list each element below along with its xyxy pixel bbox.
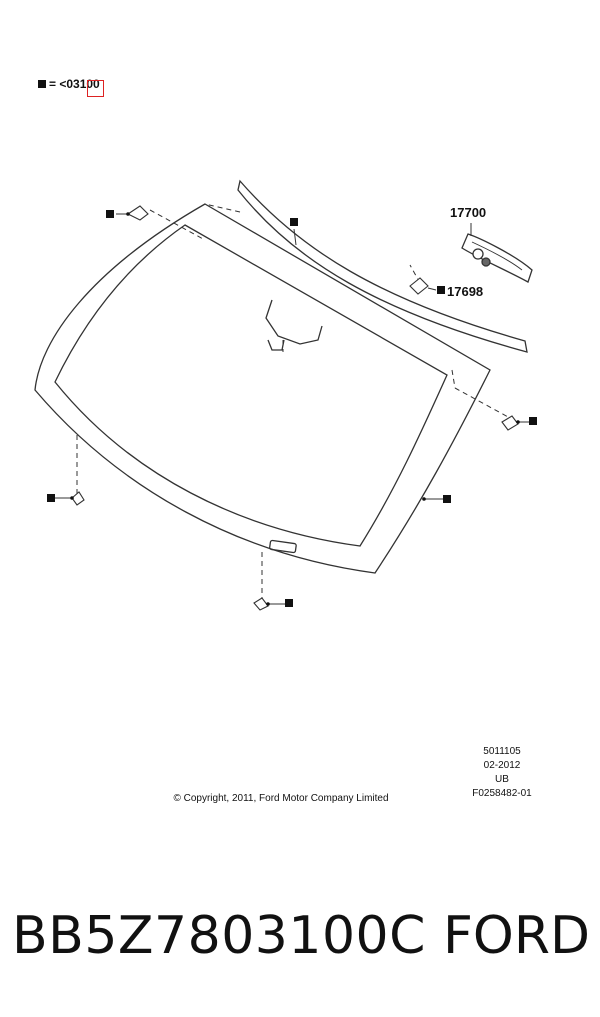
callout-square-2 <box>290 218 298 226</box>
meta-figure: F0258482-01 <box>472 788 532 799</box>
windshield-inner <box>54 224 448 547</box>
callout-square-3 <box>437 286 445 294</box>
clip-left <box>71 491 85 506</box>
legend-square-icon <box>38 80 46 88</box>
callout-bracket: 17698 <box>447 284 483 299</box>
callout-square-1 <box>106 210 114 218</box>
callout-square-7 <box>285 599 293 607</box>
meta-date: 02-2012 <box>483 760 521 771</box>
clip-bottom <box>253 597 269 611</box>
mirror-mount-pad <box>265 299 323 345</box>
top-moulding <box>237 179 528 353</box>
rear-view-mirror <box>461 233 533 283</box>
clip-top-left <box>126 205 149 221</box>
windshield-outer <box>34 203 491 574</box>
vin-label <box>269 539 297 554</box>
copyright: © Copyright, 2011, Ford Motor Company Li… <box>173 793 389 804</box>
clip-right <box>501 415 519 431</box>
highlight-box <box>87 80 104 97</box>
part-number: BB5Z7803100C <box>12 906 426 966</box>
callout-square-5 <box>47 494 55 502</box>
meta-code: 5011105 <box>483 746 521 757</box>
figure-meta: 5011105 02-2012 UB F0258482-01 <box>460 745 544 801</box>
callout-square-4 <box>529 417 537 425</box>
callout-square-6 <box>443 495 451 503</box>
clip-bracket <box>409 277 429 295</box>
meta-region: UB <box>495 774 509 785</box>
brand-name: FORD <box>443 906 591 966</box>
callout-mirror: 17700 <box>450 205 486 220</box>
